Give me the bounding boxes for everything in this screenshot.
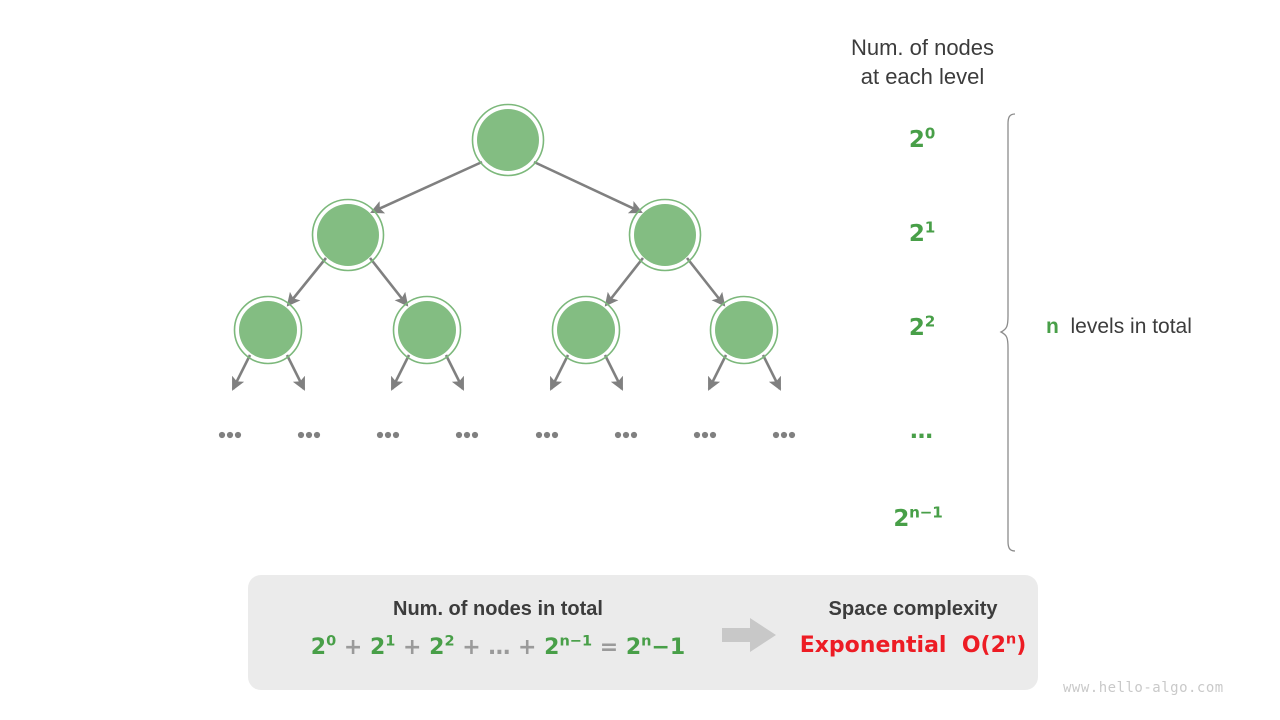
tree-nodes <box>233 103 779 365</box>
levels-brace <box>999 113 1016 552</box>
tree-node <box>471 103 545 177</box>
formula-op-3: + <box>518 635 537 660</box>
leaf-ellipsis <box>535 431 559 439</box>
tree-node <box>709 295 779 365</box>
level-count-ellipsis: … <box>910 418 934 444</box>
formula-term-3: 2n−1 <box>544 633 593 660</box>
level-count-exponent: 0 <box>924 124 936 143</box>
level-count-label-1: 21 <box>862 218 982 247</box>
level-count-base: 2 <box>908 315 925 341</box>
implies-arrow-icon <box>722 618 776 652</box>
level-count-label-0: 20 <box>862 124 982 153</box>
level-count-base: 2 <box>893 506 910 532</box>
complexity-notation: O(2n) <box>961 631 1027 658</box>
level-count-label-last: 2n−1 <box>858 503 978 532</box>
tree-node <box>311 198 385 272</box>
summary-formula: 20 + 21 + 22 + … + 2n−1 = 2n−1 <box>248 633 748 660</box>
tree-node <box>392 295 462 365</box>
leaf-ellipsis <box>614 431 638 439</box>
leaf-ellipsis <box>297 431 321 439</box>
formula-op-2: + <box>462 635 481 660</box>
formula-ellipsis: … <box>488 635 511 660</box>
leaf-ellipsis <box>218 431 242 439</box>
column-header-num-nodes-per-level: Num. of nodes at each level <box>850 35 995 89</box>
tree-node <box>551 295 621 365</box>
formula-op-1: + <box>403 635 422 660</box>
leaf-ellipsis <box>693 431 717 439</box>
summary-left-column: Num. of nodes in total 20 + 21 + 22 + … … <box>248 575 748 690</box>
leaf-ellipsis <box>455 431 479 439</box>
formula-op-0: + <box>343 635 363 660</box>
total-levels-text: levels in total <box>1070 315 1192 338</box>
formula-term-0: 20 <box>310 633 337 660</box>
watermark: www.hello-algo.com <box>1063 680 1224 696</box>
leaf-ellipsis <box>376 431 400 439</box>
summary-panel: Num. of nodes in total 20 + 21 + 22 + … … <box>248 575 1038 690</box>
summary-right-column: Space complexity Exponential O(2n) <box>788 575 1038 690</box>
tree-node <box>233 295 303 365</box>
complexity-label: Exponential <box>799 633 947 658</box>
formula-term-1: 21 <box>369 633 396 660</box>
total-levels-variable: n <box>1046 315 1059 338</box>
formula-equals: = <box>599 635 619 660</box>
level-count-exponent: n−1 <box>909 503 943 522</box>
total-levels-caption: n levels in total <box>1046 315 1192 339</box>
complexity-result: Exponential O(2n) <box>788 631 1038 658</box>
level-count-exponent: 2 <box>924 312 936 331</box>
formula-result: 2n−1 <box>625 633 686 660</box>
leaf-ellipsis-row <box>218 431 796 439</box>
summary-left-title: Num. of nodes in total <box>393 598 603 620</box>
tree-node <box>628 198 702 272</box>
summary-right-title: Space complexity <box>828 598 998 620</box>
leaf-ellipsis <box>772 431 796 439</box>
level-count-base: 2 <box>908 221 925 247</box>
tree-edges <box>231 160 782 391</box>
level-count-base: 2 <box>908 127 925 153</box>
level-count-exponent: 1 <box>924 218 936 237</box>
formula-term-2: 22 <box>429 633 455 660</box>
level-count-label-ellipsis: … <box>862 418 982 444</box>
level-count-label-2: 22 <box>862 312 982 341</box>
